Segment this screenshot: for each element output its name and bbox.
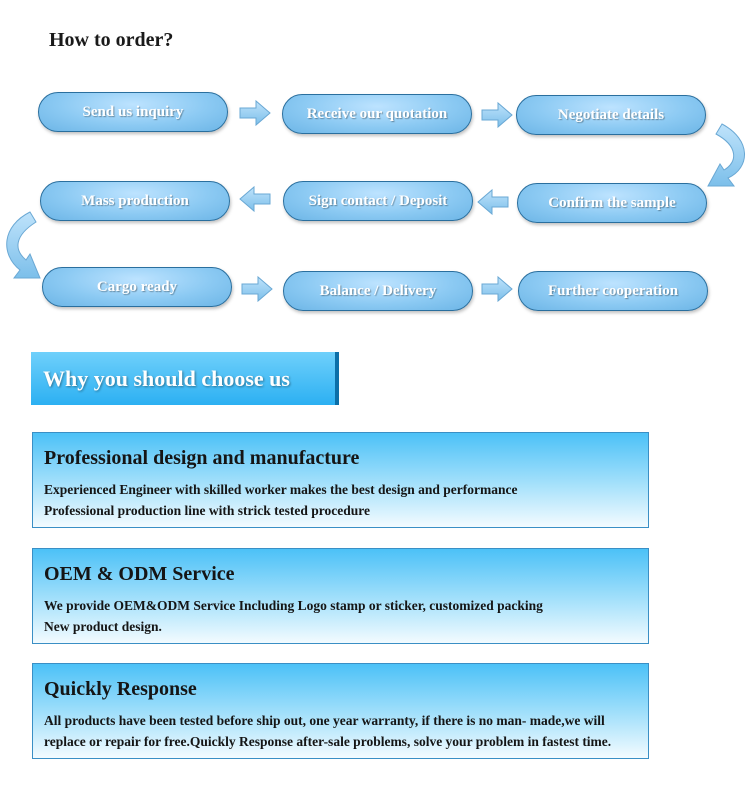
- step-send-inquiry: Send us inquiry: [38, 92, 228, 132]
- card-professional-design: Professional design and manufacture Expe…: [32, 432, 649, 528]
- card-quick-response: Quickly Response All products have been …: [32, 663, 649, 759]
- page-title: How to order?: [49, 29, 174, 51]
- step-cargo-ready: Cargo ready: [42, 267, 232, 307]
- step-negotiate-details: Negotiate details: [516, 95, 706, 135]
- card-line: We provide OEM&ODM Service Including Log…: [44, 598, 543, 613]
- card-title: OEM & ODM Service: [44, 563, 235, 585]
- card-line: Professional production line with strick…: [44, 503, 370, 518]
- arrow-left-icon: [477, 188, 509, 216]
- card-oem-odm: OEM & ODM Service We provide OEM&ODM Ser…: [32, 548, 649, 644]
- arrow-right-icon: [481, 101, 513, 129]
- card-title: Professional design and manufacture: [44, 447, 360, 469]
- step-balance-delivery: Balance / Delivery: [283, 271, 473, 311]
- curved-arrow-down-icon: [707, 123, 745, 187]
- card-line: New product design.: [44, 619, 162, 634]
- step-mass-production: Mass production: [40, 181, 230, 221]
- why-choose-banner: Why you should choose us: [31, 352, 339, 405]
- card-line: replace or repair for free.Quickly Respo…: [44, 734, 612, 749]
- step-receive-quotation: Receive our quotation: [282, 94, 472, 134]
- card-title: Quickly Response: [44, 678, 197, 700]
- step-further-cooperation: Further cooperation: [518, 271, 708, 311]
- step-confirm-sample: Confirm the sample: [517, 183, 707, 223]
- arrow-right-icon: [481, 275, 513, 303]
- arrow-left-icon: [239, 185, 271, 213]
- card-line: Experienced Engineer with skilled worker…: [44, 482, 518, 497]
- curved-arrow-down-icon: [6, 211, 41, 279]
- arrow-right-icon: [239, 99, 271, 127]
- card-line: All products have been tested before shi…: [44, 713, 605, 728]
- flow-arrows: [6, 99, 745, 303]
- step-sign-contact-deposit: Sign contact / Deposit: [283, 181, 473, 221]
- arrow-right-icon: [241, 275, 273, 303]
